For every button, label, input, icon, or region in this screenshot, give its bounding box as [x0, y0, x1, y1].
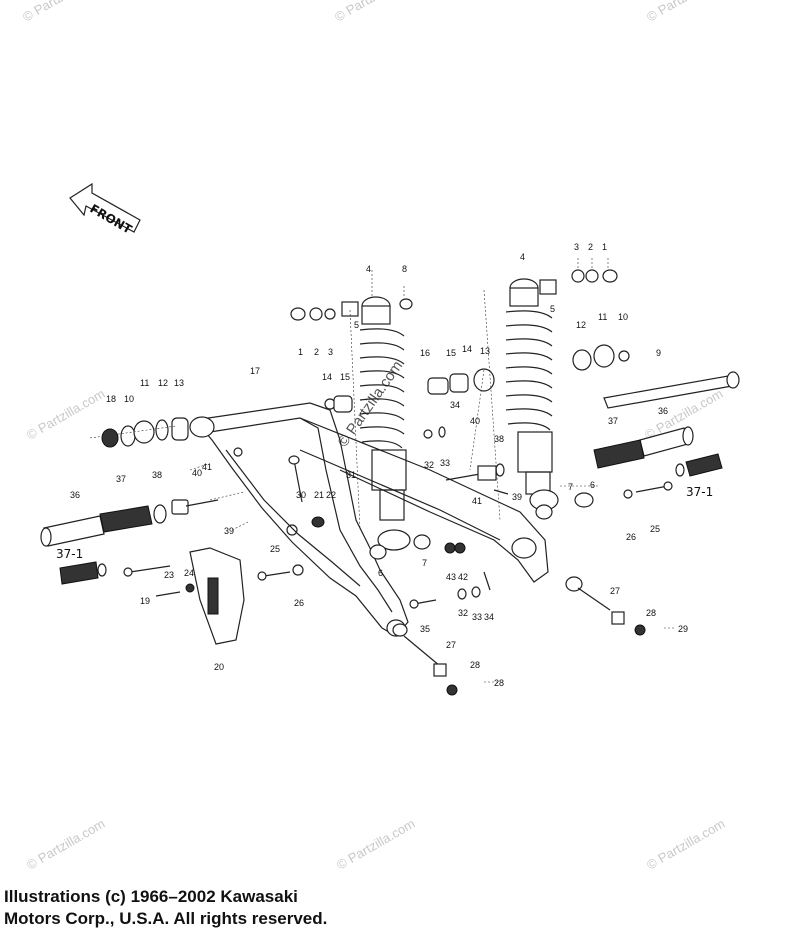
callout-34: 34: [450, 400, 460, 410]
callout-3: 3: [574, 242, 579, 252]
copyright-notice: Illustrations (c) 1966–2002 Kawasaki Mot…: [4, 886, 564, 930]
callout-4: 4: [520, 252, 525, 262]
callout-5: 5: [354, 320, 359, 330]
callout-6: 6: [590, 480, 595, 490]
callout-34: 34: [484, 612, 494, 622]
callout-2: 2: [314, 347, 319, 357]
callout-27: 27: [446, 640, 456, 650]
callout-7: 7: [422, 558, 427, 568]
callout-13: 13: [174, 378, 184, 388]
callout-32: 32: [458, 608, 468, 618]
callout-16: 16: [420, 348, 430, 358]
callout-32: 32: [424, 460, 434, 470]
right-shock-absorber: [505, 278, 594, 520]
callout-37-1: 37-1: [56, 547, 83, 561]
callout-2: 2: [588, 242, 593, 252]
callout-4: 4: [366, 264, 371, 274]
callout-3: 3: [328, 347, 333, 357]
callout-11: 11: [598, 312, 607, 322]
callout-39: 39: [224, 526, 234, 536]
callout-1: 1: [298, 347, 303, 357]
callout-40: 40: [192, 468, 202, 478]
watermark: © Partzilla.com: [332, 0, 415, 25]
watermark: © Partzilla.com: [644, 0, 727, 25]
callout-28: 28: [646, 608, 656, 618]
callout-11: 11: [140, 378, 149, 388]
callout-22: 22: [326, 490, 336, 500]
callout-14: 14: [462, 344, 472, 354]
swing-arm: [189, 402, 549, 637]
center-bushings: [324, 368, 495, 413]
callout-24: 24: [184, 568, 194, 578]
callout-28: 28: [494, 678, 504, 688]
left-pivot-hardware: [101, 417, 189, 448]
callout-1: 1: [602, 242, 607, 252]
callout-35: 35: [420, 624, 430, 634]
callout-labels: 1 2 3 1 2 3 4 4 5 5 6 6 7 7 8 9 10 10 11…: [56, 242, 713, 688]
callout-41: 41: [472, 496, 482, 506]
watermark: © Partzilla.com: [334, 816, 417, 873]
callout-8: 8: [402, 264, 407, 274]
callout-33: 33: [472, 612, 482, 622]
chain-adjusters: [392, 576, 646, 696]
watermark: © Partzilla.com: [24, 386, 107, 443]
callout-42: 42: [458, 572, 468, 582]
watermark: © Partzilla.com: [644, 816, 727, 873]
callout-21: 21: [314, 490, 324, 500]
callout-20: 20: [214, 662, 224, 672]
callout-28: 28: [470, 660, 480, 670]
callout-39: 39: [512, 492, 522, 502]
callout-17: 17: [250, 366, 260, 376]
callout-13: 13: [480, 346, 490, 356]
callout-25: 25: [270, 544, 280, 554]
callout-36: 36: [70, 490, 80, 500]
right-footpeg: [593, 426, 723, 477]
callout-31: 31: [346, 470, 356, 480]
chain-guide: [123, 547, 245, 645]
callout-37: 37: [116, 474, 126, 484]
callout-15: 15: [340, 372, 350, 382]
callout-26: 26: [626, 532, 636, 542]
callout-23: 23: [164, 570, 174, 580]
callout-19: 19: [140, 596, 150, 606]
callout-41: 41: [202, 462, 212, 472]
watermark-layer: © Partzilla.com © Partzilla.com © Partzi…: [20, 0, 727, 873]
callout-10: 10: [124, 394, 134, 404]
callout-40: 40: [470, 416, 480, 426]
callout-12: 12: [576, 320, 586, 330]
callout-5: 5: [550, 304, 555, 314]
callout-37-1: 37-1: [686, 485, 713, 499]
callout-29: 29: [678, 624, 688, 634]
pivot-shaft: [603, 371, 740, 409]
watermark: © Partzilla.com: [20, 0, 103, 25]
front-arrow-icon: FRONT: [69, 182, 141, 237]
callout-18: 18: [106, 394, 116, 404]
callout-25: 25: [650, 524, 660, 534]
callout-43: 43: [446, 572, 456, 582]
callout-6: 6: [378, 568, 383, 578]
callout-26: 26: [294, 598, 304, 608]
top-hardware: [290, 269, 630, 371]
callout-36: 36: [658, 406, 668, 416]
leader-lines: [89, 258, 676, 683]
callout-37: 37: [608, 416, 618, 426]
callout-38: 38: [494, 434, 504, 444]
callout-27: 27: [610, 586, 620, 596]
misc-hardware: [257, 426, 673, 609]
callout-7: 7: [568, 482, 573, 492]
callout-14: 14: [322, 372, 332, 382]
callout-33: 33: [440, 458, 450, 468]
callout-38: 38: [152, 470, 162, 480]
callout-9: 9: [656, 348, 661, 358]
callout-12: 12: [158, 378, 168, 388]
callout-10: 10: [618, 312, 628, 322]
copyright-line-1: Illustrations (c) 1966–2002 Kawasaki: [4, 887, 298, 906]
watermark: © Partzilla.com: [24, 816, 107, 873]
callout-15: 15: [446, 348, 456, 358]
callout-30: 30: [296, 490, 306, 500]
left-shock-absorber: [341, 296, 431, 560]
copyright-line-2: Motors Corp., U.S.A. All rights reserved…: [4, 909, 328, 928]
left-footpeg: [40, 499, 219, 585]
